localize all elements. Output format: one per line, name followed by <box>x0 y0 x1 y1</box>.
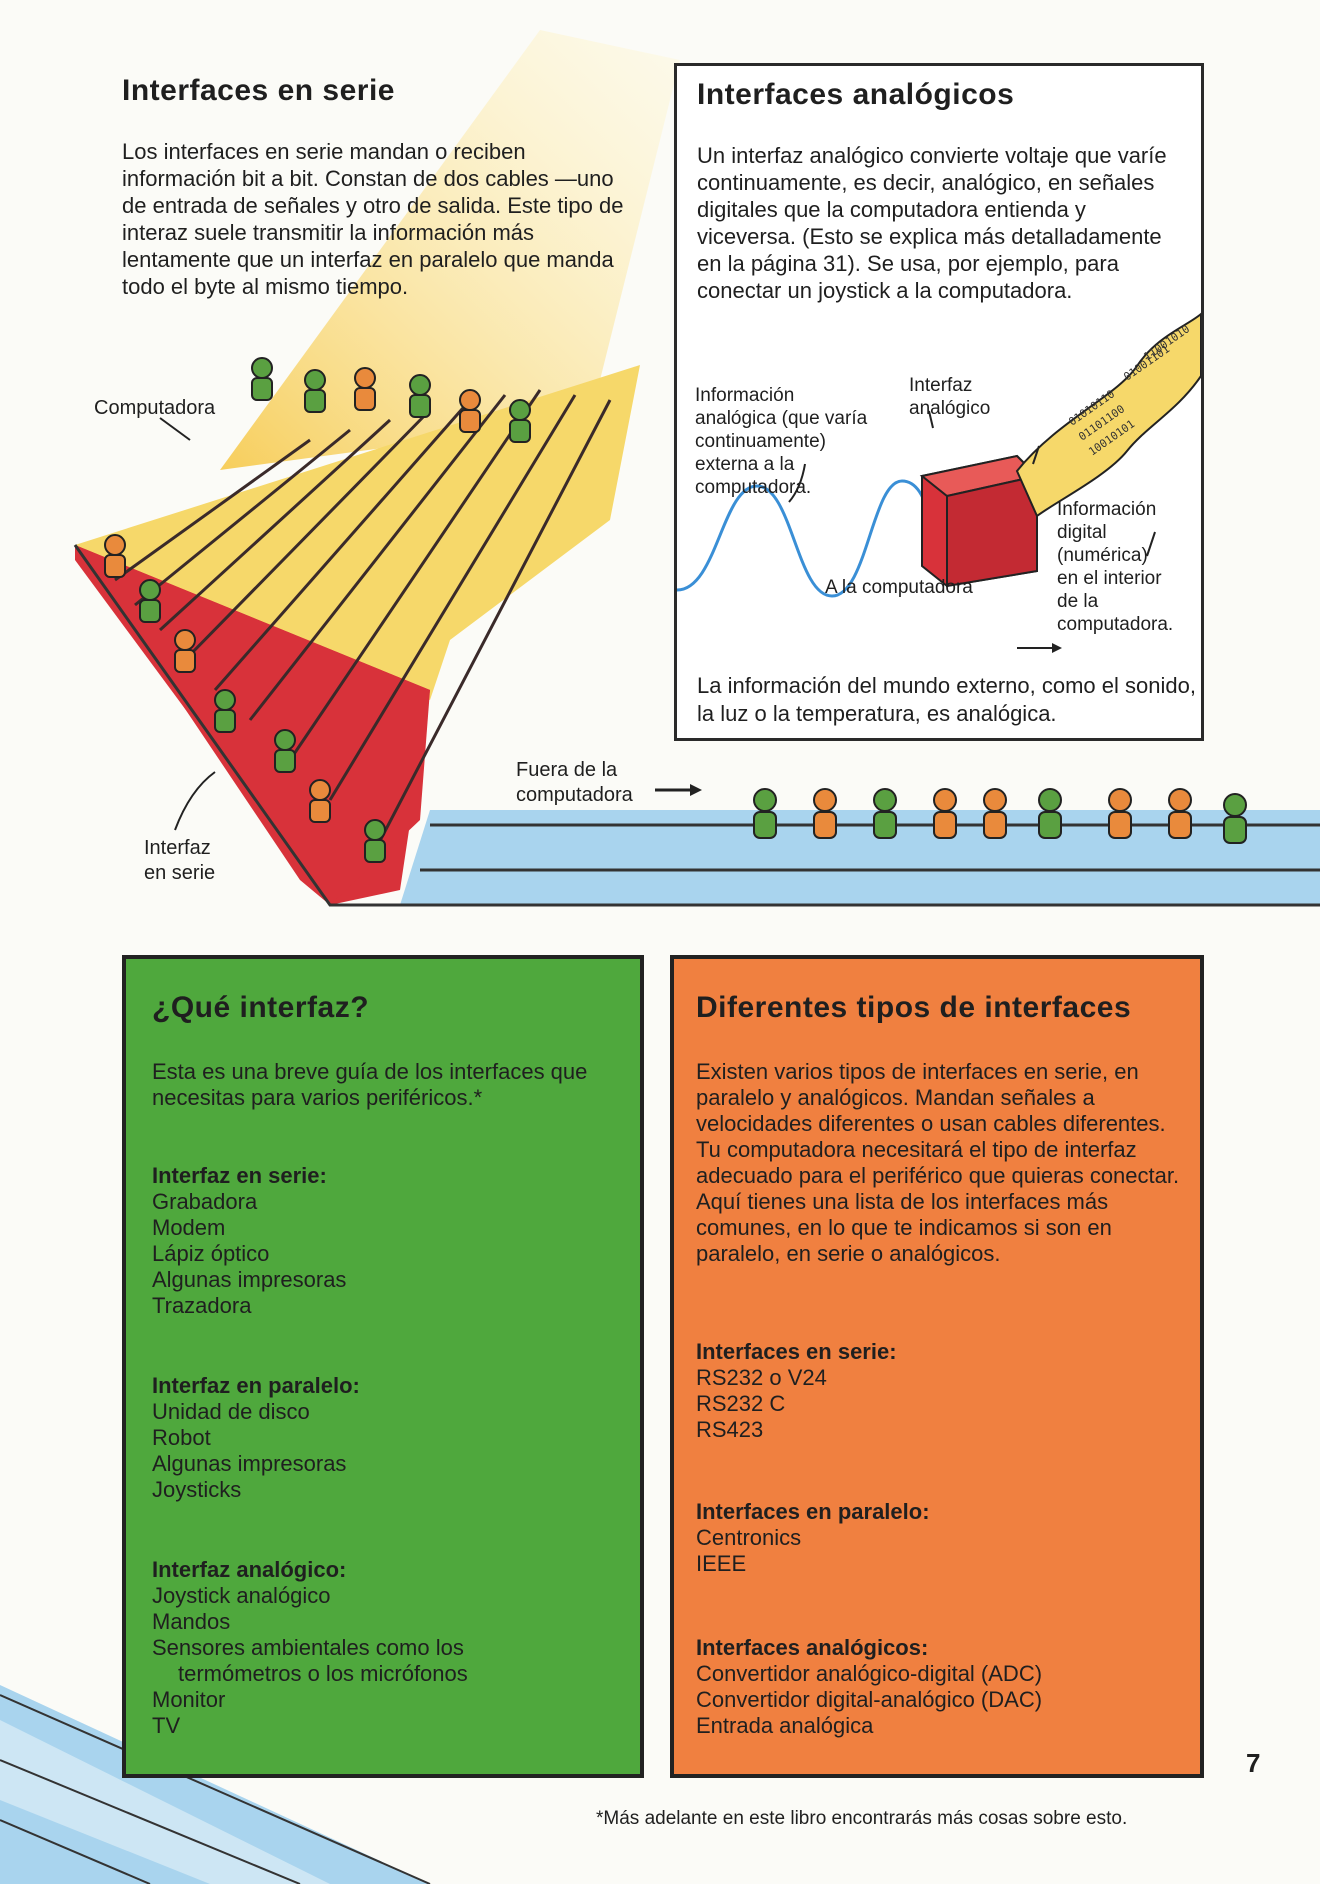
types-intro: Existen varios tipos de interfaces en se… <box>696 1059 1180 1266</box>
guide-parallel-heading: Interfaz en paralelo: <box>152 1373 360 1398</box>
page-number: 7 <box>1246 1748 1261 1778</box>
serial-title: Interfaces en serie <box>122 74 395 107</box>
label-digital-info: Información digital (numérica) en el int… <box>1057 499 1174 635</box>
list-item: RS423 <box>696 1417 764 1442</box>
analog-interfaces-panel: Interfaces analógicos Un interfaz analóg… <box>674 63 1204 741</box>
list-item: Unidad de disco <box>152 1399 310 1424</box>
list-item: Grabadora <box>152 1189 258 1214</box>
interface-cube <box>919 454 1039 588</box>
list-item: Algunas impresoras <box>152 1267 347 1292</box>
label-computer: Computadora <box>94 397 216 419</box>
label-outside-computer: Fuera de la computadora <box>516 759 633 806</box>
list-item: Lápiz óptico <box>152 1241 270 1266</box>
interface-arrow <box>174 771 216 831</box>
list-item: Robot <box>152 1425 211 1450</box>
analog-body: Un interfaz analógico convierte voltaje … <box>697 143 1167 303</box>
light-beam <box>220 30 680 470</box>
types-serial-list: Interfaces en serie: RS232 o V24 RS232 C… <box>696 1339 1180 1443</box>
list-item: TV <box>152 1713 181 1738</box>
guide-serial-list: Interfaz en serie: Grabadora Modem Lápiz… <box>152 1163 622 1319</box>
types-analog-list: Interfaces analógicos: Convertidor analó… <box>696 1635 1180 1739</box>
list-item: RS232 o V24 <box>696 1365 827 1390</box>
list-item: Joystick analógico <box>152 1583 331 1608</box>
guide-title: ¿Qué interfaz? <box>152 991 370 1024</box>
footnote: *Más adelante en este libro encontrarás … <box>596 1808 1128 1829</box>
which-interface-panel: ¿Qué interfaz? Esta es una breve guía de… <box>122 955 644 1778</box>
list-item: Algunas impresoras <box>152 1451 347 1476</box>
analog-diagram: 01010110 01101100 10010101 01001101 1100… <box>677 312 1201 653</box>
list-item: Centronics <box>696 1525 802 1550</box>
list-item: termómetros o los micrófonos <box>178 1661 468 1686</box>
list-item: Joysticks <box>152 1477 242 1502</box>
label-analog-info: Información analógica (que varía continu… <box>695 385 868 498</box>
computer-arrow <box>159 417 191 441</box>
runners-inside <box>104 357 531 863</box>
types-parallel-heading: Interfaces en paralelo: <box>696 1499 930 1524</box>
list-item: Monitor <box>152 1687 226 1712</box>
guide-analog-heading: Interfaz analógico: <box>152 1557 347 1582</box>
binary-tape <box>1015 312 1201 518</box>
list-item: Trazadora <box>152 1293 252 1318</box>
label-analog-interface: Interfaz analógico <box>909 375 991 419</box>
types-title: Diferentes tipos de interfaces <box>696 991 1132 1024</box>
list-item: RS232 C <box>696 1391 786 1416</box>
types-analog-heading: Interfaces analógicos: <box>696 1635 929 1660</box>
guide-parallel-list: Interfaz en paralelo: Unidad de disco Ro… <box>152 1373 622 1503</box>
list-item: IEEE <box>696 1551 747 1576</box>
floor-stripes <box>0 1685 431 1884</box>
guide-intro: Esta es una breve guía de los interfaces… <box>152 1059 588 1110</box>
serial-body: Los interfaces en serie mandan o reciben… <box>122 139 624 299</box>
list-item: Mandos <box>152 1609 231 1634</box>
interface-types-panel: Diferentes tipos de interfaces Existen v… <box>670 955 1204 1778</box>
list-item: Sensores ambientales como los <box>152 1635 464 1660</box>
analog-footer: La información del mundo externo, como e… <box>697 673 1196 726</box>
types-serial-heading: Interfaces en serie: <box>696 1339 897 1364</box>
list-item: Modem <box>152 1215 226 1240</box>
label-to-computer: A la computadora <box>825 577 973 598</box>
types-parallel-list: Interfaces en paralelo: Centronics IEEE <box>696 1499 1180 1577</box>
label-serial-interface: Interfaz en serie <box>144 837 216 884</box>
blue-track <box>400 810 1320 905</box>
list-item: Convertidor analógico-digital (ADC) <box>696 1661 1043 1686</box>
list-item: Entrada analógica <box>696 1713 874 1738</box>
analog-title: Interfaces analógicos <box>697 78 1015 111</box>
guide-analog-list: Interfaz analógico: Joystick analógico M… <box>152 1557 632 1739</box>
runners-outside <box>753 788 1247 844</box>
analog-wave <box>677 479 934 598</box>
list-item: Convertidor digital-analógico (DAC) <box>696 1687 1043 1712</box>
guide-serial-heading: Interfaz en serie: <box>152 1163 327 1188</box>
